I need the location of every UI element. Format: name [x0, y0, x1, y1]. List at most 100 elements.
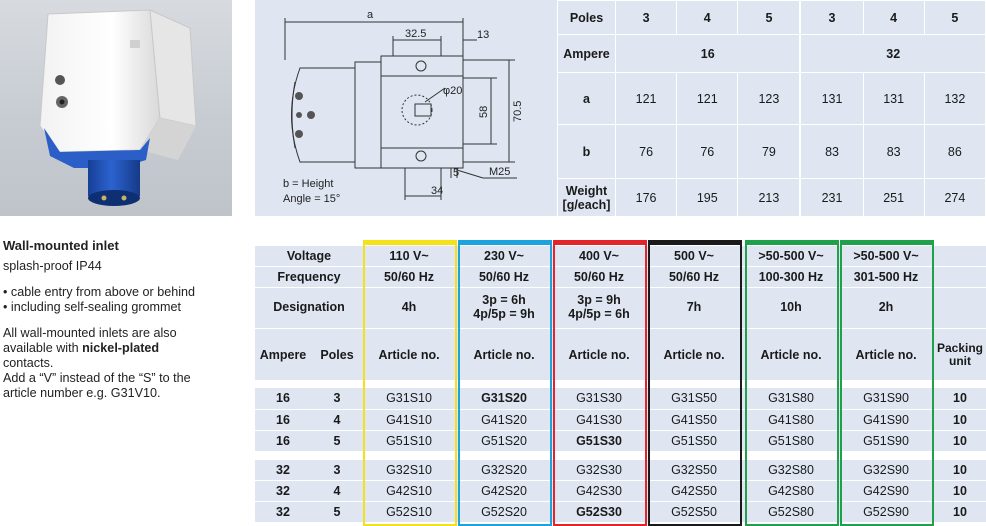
rows-16a-background [255, 388, 986, 451]
article-number: G41S30 [576, 413, 622, 427]
row-ampere: 16 [276, 413, 290, 427]
article-number: G42S80 [768, 484, 814, 498]
row-poles: 4 [333, 484, 341, 498]
article-number: G31S20 [481, 391, 527, 405]
column-designation: 2h [878, 300, 894, 314]
voltage-label: Voltage [286, 249, 332, 263]
column-color-band [745, 240, 839, 245]
dims-a-value: 131 [799, 72, 864, 125]
dims-poles-value: 5 [737, 0, 801, 35]
dims-b-label: b [557, 124, 616, 179]
row-poles: 5 [333, 505, 341, 519]
row-ampere: 32 [276, 505, 290, 519]
dims-b-value: 83 [799, 124, 864, 179]
dim-34-label: 34 [431, 185, 443, 197]
dims-poles-value: 5 [923, 0, 986, 35]
article-number: G41S80 [768, 413, 814, 427]
dims-row-weight: Weight[g/each] 176 195 213 231 251 274 [557, 178, 986, 217]
row-ampere: 16 [276, 434, 290, 448]
row-ampere: 32 [276, 484, 290, 498]
column-voltage: 230 V~ [484, 249, 524, 263]
column-designation: 3p = 6h 4p/5p = 9h [473, 293, 535, 321]
note-line: contacts. [3, 356, 54, 370]
column-article-header: Article no. [663, 348, 725, 362]
dim-m25-label: M25 [489, 166, 510, 178]
column-article-header: Article no. [760, 348, 822, 362]
column-frequency: 50/60 Hz [573, 270, 625, 284]
weight-label-line: Weight [565, 183, 608, 198]
column-voltage: >50-500 V~ [853, 249, 919, 263]
dims-b-value: 76 [676, 124, 739, 179]
dim-phi20-label: φ20 [443, 85, 462, 97]
column-color-band [458, 240, 552, 245]
article-number: G52S20 [481, 505, 527, 519]
packing-unit-header: Packing unit [936, 341, 984, 368]
dims-b-value: 79 [737, 124, 801, 179]
note-text: available with [3, 341, 83, 355]
article-number: G41S90 [863, 413, 909, 427]
column-frequency: 50/60 Hz [668, 270, 720, 284]
column-designation: 3p = 9h 4p/5p = 6h [568, 293, 630, 321]
dims-weight-value: 176 [614, 178, 678, 217]
note-line: article number e.g. G31V10. [3, 386, 161, 400]
article-number: G52S80 [768, 505, 814, 519]
b-height-label: b = Height [283, 178, 333, 190]
dims-weight-value: 274 [923, 178, 986, 217]
dims-weight-value: 231 [799, 178, 864, 217]
dims-a-label: a [557, 72, 616, 125]
dims-weight-label: Weight[g/each] [557, 178, 616, 217]
dim-13-label: 13 [477, 29, 489, 41]
column-designation: 7h [686, 300, 702, 314]
dims-a-value: 131 [862, 72, 925, 125]
row-separator [255, 328, 986, 329]
row-poles: 4 [333, 413, 341, 427]
column-frequency: 100-300 Hz [758, 270, 824, 284]
angle-label: Angle = 15° [283, 193, 340, 205]
note-line: available with nickel-plated [3, 341, 235, 356]
dims-b-value: 86 [923, 124, 986, 179]
column-frequency: 50/60 Hz [383, 270, 435, 284]
column-voltage: 110 V~ [389, 249, 429, 263]
designation-label: Designation [273, 300, 345, 314]
article-number: G42S50 [671, 484, 717, 498]
dims-a-value: 121 [614, 72, 678, 125]
product-description: Wall-mounted inlet splash-proof IP44 • c… [3, 238, 235, 401]
article-number: G32S50 [671, 463, 717, 477]
dim-32-5-label: 32.5 [405, 28, 426, 40]
article-number: G32S30 [576, 463, 622, 477]
row-ampere: 16 [276, 391, 290, 405]
dim-58-label: 58 [478, 106, 490, 118]
article-number: G51S10 [386, 434, 432, 448]
article-number: G32S20 [481, 463, 527, 477]
column-article-header: Article no. [855, 348, 917, 362]
article-number: G51S50 [671, 434, 717, 448]
dims-ampere-value: 16 [615, 34, 801, 73]
dims-weight-value: 251 [862, 178, 925, 217]
column-voltage: >50-500 V~ [758, 249, 824, 263]
article-number: G32S10 [386, 463, 432, 477]
technical-drawing: a 32.5 13 φ20 58 70.5 5 34 M25 b = Heigh… [255, 0, 557, 216]
article-number: G31S30 [576, 391, 622, 405]
description-title: Wall-mounted inlet [3, 238, 119, 253]
column-designation: 10h [780, 300, 802, 314]
dims-weight-value: 195 [676, 178, 739, 217]
dim-a-label: a [367, 9, 374, 21]
column-article-header: Article no. [568, 348, 630, 362]
article-number: G42S10 [386, 484, 432, 498]
article-number: G52S90 [863, 505, 909, 519]
article-number: G42S20 [481, 484, 527, 498]
dims-poles-value: 3 [799, 0, 864, 35]
article-number: G51S90 [863, 434, 909, 448]
row-separator [255, 501, 986, 502]
row-packing-unit: 10 [953, 463, 967, 477]
product-photo [0, 0, 232, 216]
dim-5-label: 5 [453, 167, 459, 179]
dims-ampere-value: 32 [799, 34, 986, 73]
row-ampere: 32 [276, 463, 290, 477]
dims-b-value: 83 [862, 124, 925, 179]
article-number: G42S30 [576, 484, 622, 498]
row-separator [255, 480, 986, 481]
article-number: G52S30 [576, 505, 622, 519]
dims-poles-label: Poles [557, 0, 616, 35]
